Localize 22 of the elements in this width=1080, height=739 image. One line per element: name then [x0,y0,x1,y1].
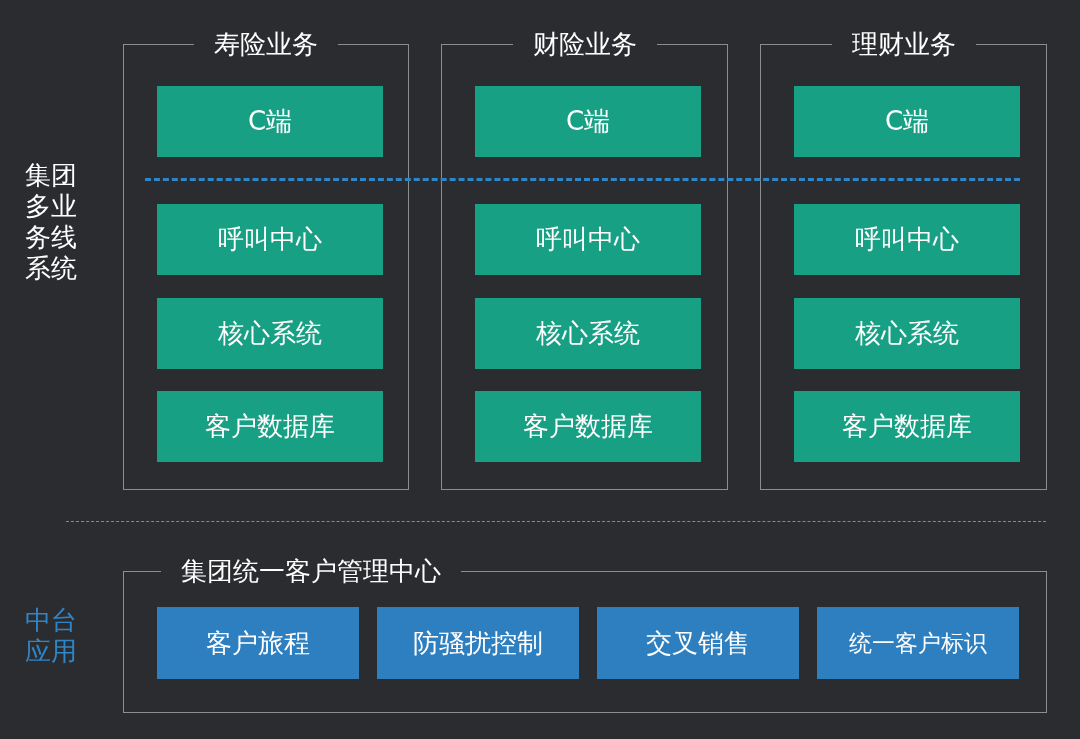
module-box: 客户旅程 [157,607,359,679]
module-box: C端 [475,86,701,157]
module-box: 核心系统 [475,298,701,369]
module-box: 呼叫中心 [475,204,701,275]
module-box: 呼叫中心 [794,204,1020,275]
module-box: C端 [157,86,383,157]
group-title: 寿险业务 [194,28,338,60]
module-box: 核心系统 [157,298,383,369]
module-box: 交叉销售 [597,607,799,679]
group-title: 集团统一客户管理中心 [161,555,461,587]
module-box: 核心系统 [794,298,1020,369]
group-title: 财险业务 [512,28,657,60]
module-box: C端 [794,86,1020,157]
side-label: 集团多业务线系统 [25,160,78,284]
module-box: 客户数据库 [794,391,1020,462]
module-box: 客户数据库 [157,391,383,462]
module-box: 客户数据库 [475,391,701,462]
module-box: 统一客户标识 [817,607,1019,679]
module-box: 防骚扰控制 [377,607,579,679]
group-title: 理财业务 [831,28,976,60]
module-box: 呼叫中心 [157,204,383,275]
side-label: 中台应用 [25,605,78,667]
